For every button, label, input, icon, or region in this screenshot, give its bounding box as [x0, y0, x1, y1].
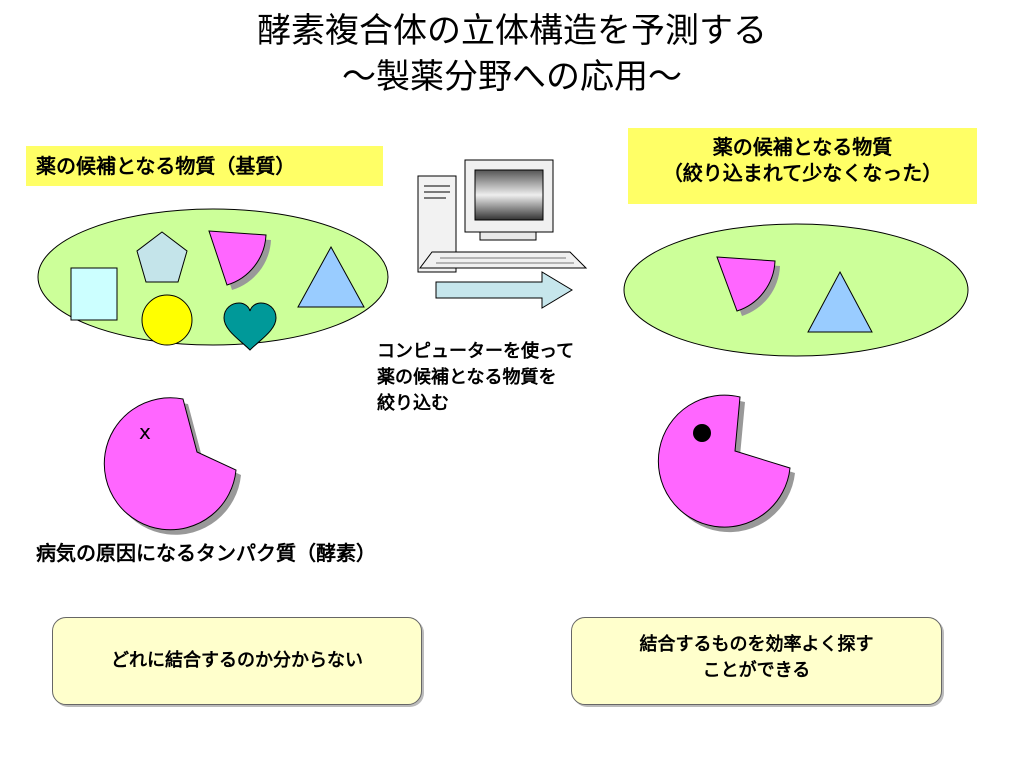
computer-icon	[417, 159, 588, 273]
triangle-shape	[297, 245, 365, 308]
candidate-pool-ellipse	[37, 208, 389, 346]
narrowed-substrate-label: 薬の候補となる物質 （絞り込まれて少なくなった）	[628, 128, 977, 204]
triangle-right-shape	[807, 270, 873, 333]
right-arrow-icon	[435, 271, 573, 309]
pie-slice-right-shape	[716, 256, 776, 312]
computer-caption-line-3: 絞り込む	[377, 393, 449, 414]
result-box-unknown: どれに結合するのか分からない	[52, 617, 422, 705]
computer-caption: コンピューターを使って 薬の候補となる物質を 絞り込む	[377, 339, 637, 417]
page-title: 酵素複合体の立体構造を予測する ～製薬分野への応用～	[0, 8, 1024, 100]
narrowed-label-line-2: （絞り込まれて少なくなった）	[662, 161, 943, 185]
result-box-efficient: 結合するものを効率よく探す ことができる	[571, 617, 942, 705]
pentagon-shape	[136, 231, 188, 283]
bound-substrate-dot	[693, 424, 711, 442]
result-right-line-2: ことができる	[702, 660, 811, 681]
title-line-1: 酵素複合体の立体構造を予測する	[257, 11, 767, 51]
substrate-label: 薬の候補となる物質（基質）	[26, 146, 383, 186]
narrowed-label-line-1: 薬の候補となる物質	[712, 135, 893, 159]
computer-caption-line-1: コンピューターを使って	[377, 341, 575, 362]
narrowed-pool-ellipse	[623, 223, 969, 357]
square-shape	[70, 267, 118, 321]
result-right-line-1: 結合するものを効率よく探す	[639, 634, 874, 655]
heart-shape	[223, 302, 277, 351]
title-line-2: ～製薬分野への応用～	[342, 57, 682, 97]
result-left-text: どれに結合するのか分からない	[111, 650, 363, 671]
pie-slice-shape	[208, 230, 267, 286]
enzyme-mark: x	[139, 420, 151, 444]
enzyme-right-shape	[657, 394, 791, 528]
computer-caption-line-2: 薬の候補となる物質を	[377, 367, 557, 388]
enzyme-left-shape	[103, 397, 237, 531]
circle-shape	[141, 294, 193, 346]
enzyme-caption: 病気の原因になるタンパク質（酵素）	[36, 541, 376, 565]
